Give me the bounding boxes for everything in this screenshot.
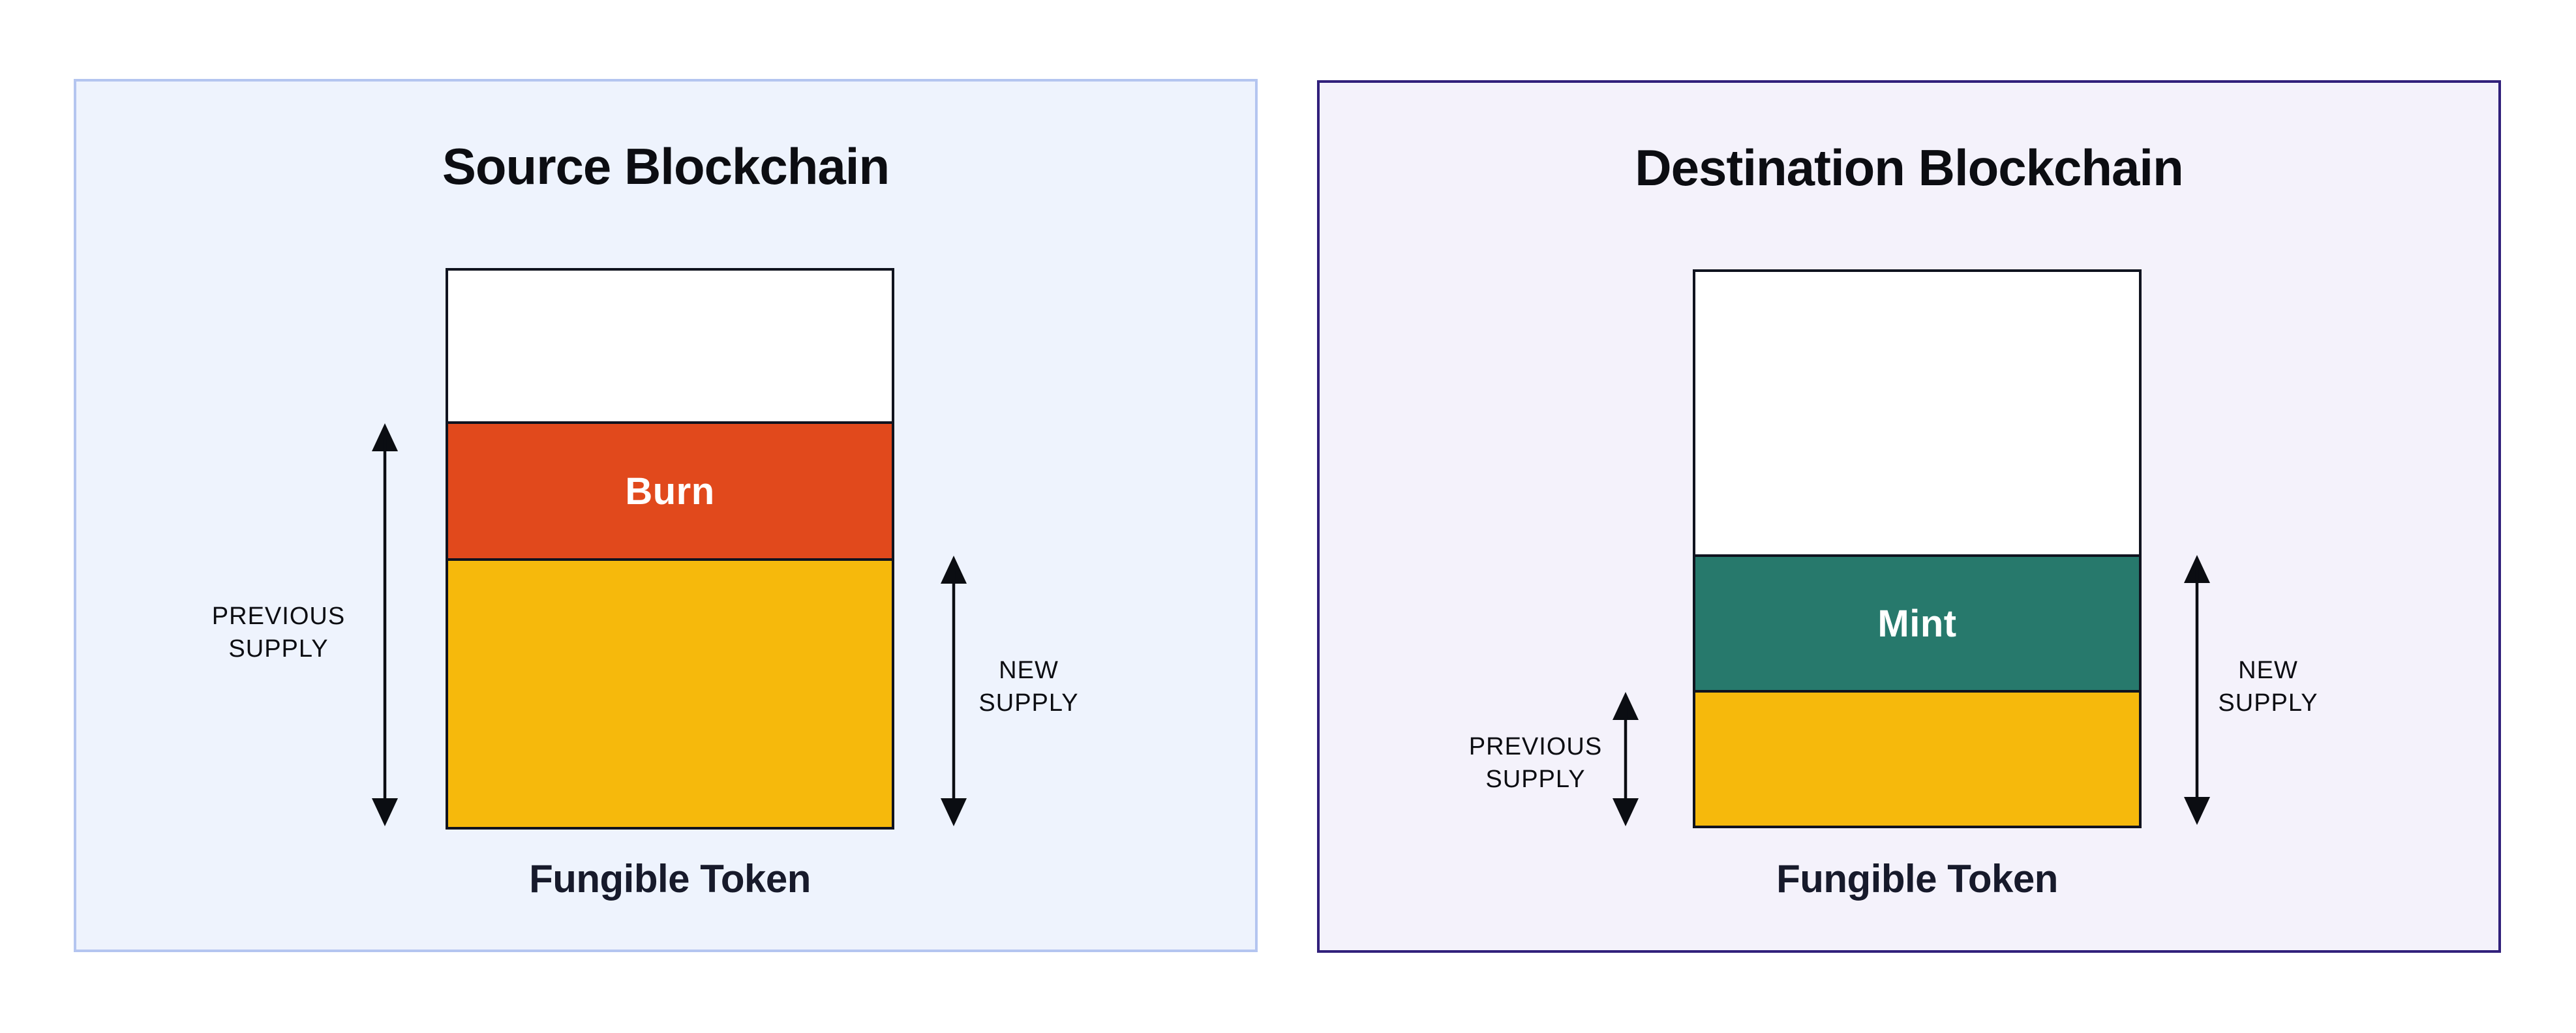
destination-new-supply-label: NEW SUPPLY [2170, 654, 2366, 719]
source-token-type-label: Fungible Token [529, 857, 811, 901]
source-token-supply-bar: Burn [446, 268, 894, 830]
source-previous-supply-label: PREVIOUS SUPPLY [161, 600, 396, 665]
source-panel-title: Source Blockchain [442, 138, 890, 195]
source-new-supply-label-line1: NEW [999, 657, 1059, 684]
source-previous-supply-label-line2: SUPPLY [228, 635, 329, 663]
destination-previous-supply-label: PREVIOUS SUPPLY [1418, 730, 1653, 796]
source-previous-supply-label-line1: PREVIOUS [211, 603, 346, 630]
destination-panel-title: Destination Blockchain [1635, 139, 2184, 196]
source-blockchain-panel: Source Blockchain Burn PREVIOUS SUPPLY N… [74, 79, 1258, 952]
destination-unfilled-segment [1695, 272, 2139, 554]
destination-blockchain-panel: Destination Blockchain Mint PREVIOUS SUP… [1317, 80, 2501, 953]
source-new-supply-label-line2: SUPPLY [978, 689, 1079, 717]
destination-previous-supply-arrow [1613, 692, 1639, 826]
source-new-supply-arrow [941, 556, 967, 826]
destination-previous-supply-label-line1: PREVIOUS [1468, 733, 1603, 760]
mint-segment: Mint [1695, 554, 2139, 690]
source-previous-supply-arrow [372, 423, 398, 826]
source-remaining-supply-segment [448, 558, 892, 827]
destination-token-supply-bar: Mint [1693, 269, 2142, 828]
destination-new-supply-label-line2: SUPPLY [2218, 689, 2318, 717]
destination-previous-supply-segment [1695, 690, 2139, 826]
burn-segment-label: Burn [625, 470, 715, 513]
destination-new-supply-label-line1: NEW [2238, 657, 2298, 684]
destination-previous-supply-label-line2: SUPPLY [1485, 766, 1586, 793]
destination-new-supply-arrow [2184, 555, 2210, 825]
mint-segment-label: Mint [1877, 602, 1957, 645]
source-new-supply-label: NEW SUPPLY [931, 654, 1127, 719]
burn-segment: Burn [448, 421, 892, 558]
source-unfilled-segment [448, 271, 892, 421]
destination-token-type-label: Fungible Token [1776, 857, 2058, 901]
